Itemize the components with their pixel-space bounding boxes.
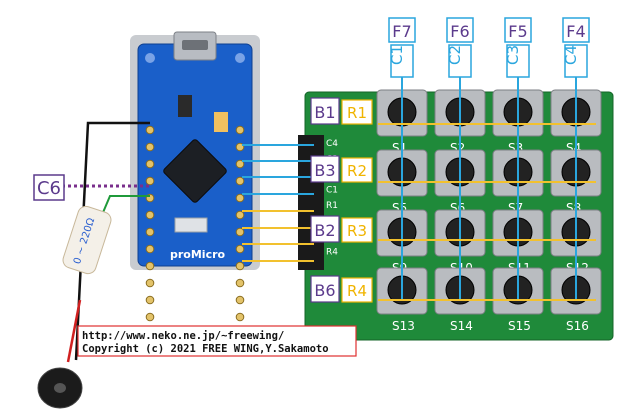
usb-port-icon bbox=[182, 40, 208, 50]
column-name-box bbox=[564, 44, 588, 78]
column-name-label: C3 bbox=[504, 45, 522, 65]
header-pin-label: R1 bbox=[326, 201, 338, 211]
capacitor-icon bbox=[214, 112, 228, 132]
column-pin-box bbox=[504, 17, 532, 43]
column-pin-label: F5 bbox=[508, 22, 527, 41]
header-pin-label: C4 bbox=[326, 139, 338, 149]
credit-box: http://www.neko.ne.jp/~freewing/ Copyrig… bbox=[77, 325, 357, 357]
column-pin-label: F7 bbox=[392, 22, 411, 41]
right-pin-hole bbox=[235, 176, 245, 186]
column-pin-label: F6 bbox=[450, 22, 469, 41]
right-pin-hole bbox=[235, 244, 245, 254]
left-pin-hole bbox=[145, 142, 155, 152]
buzzer-icon bbox=[37, 367, 83, 409]
row-pin-label: B2 bbox=[314, 221, 335, 240]
row-name-label: R2 bbox=[347, 162, 367, 180]
column-name-label: C1 bbox=[388, 45, 406, 65]
right-pin-hole bbox=[235, 295, 245, 305]
row-name-box bbox=[341, 217, 373, 243]
mcu-chip-icon bbox=[163, 139, 227, 203]
row-name-box bbox=[341, 157, 373, 183]
left-pin-hole bbox=[145, 312, 155, 322]
right-pin-hole bbox=[235, 312, 245, 322]
row-pin-box bbox=[310, 275, 340, 303]
switch-label: S15 bbox=[508, 319, 531, 333]
left-pin-hole bbox=[145, 278, 155, 288]
column-name-label: C4 bbox=[562, 45, 580, 65]
column-name-box bbox=[390, 44, 414, 78]
left-pin-hole bbox=[145, 227, 155, 237]
row-name-label: R4 bbox=[347, 282, 367, 300]
row-wires bbox=[242, 123, 596, 301]
right-pin-hole bbox=[235, 142, 245, 152]
mount-hole-icon bbox=[145, 53, 155, 63]
switch-label: S13 bbox=[392, 319, 415, 333]
row-pin-label: B3 bbox=[314, 161, 335, 180]
keypad-header bbox=[298, 135, 324, 270]
gnd-wire bbox=[74, 121, 150, 361]
row-pin-label: B6 bbox=[314, 281, 335, 300]
left-pin-header bbox=[145, 125, 155, 322]
row-pin-label: B1 bbox=[314, 103, 335, 122]
right-pin-hole bbox=[235, 261, 245, 271]
header-pin-label: R4 bbox=[326, 248, 338, 258]
right-pin-hole bbox=[235, 278, 245, 288]
row-pin-box bbox=[310, 215, 340, 243]
row-name-label: R3 bbox=[347, 222, 367, 240]
regulator-icon bbox=[178, 95, 192, 117]
board-logo: proMicro bbox=[170, 248, 226, 261]
c6-pin-label: C6 bbox=[37, 178, 61, 199]
credit-copyright: Copyright (c) 2021 FREE WING,Y.Sakamoto bbox=[82, 343, 329, 355]
left-pin-hole bbox=[145, 244, 155, 254]
switch-label: S14 bbox=[450, 319, 473, 333]
row-name-box bbox=[341, 99, 373, 125]
column-pin-box bbox=[388, 17, 416, 43]
left-pin-hole bbox=[145, 159, 155, 169]
column-name-box bbox=[506, 44, 530, 78]
crystal-icon bbox=[174, 217, 208, 233]
buzzer-circuit: 0 ~ 220Ω C6 bbox=[33, 121, 150, 409]
c6-pin-box bbox=[33, 174, 65, 201]
buzzer-plus-wire bbox=[66, 299, 82, 363]
column-pin-box bbox=[446, 17, 474, 43]
header-pin-label: C1 bbox=[326, 186, 338, 196]
column-name-box bbox=[448, 44, 472, 78]
left-pin-hole bbox=[145, 295, 155, 305]
row-pin-box bbox=[310, 97, 340, 125]
row-pin-box bbox=[310, 155, 340, 183]
credit-border bbox=[77, 325, 357, 357]
left-pin-hole bbox=[145, 210, 155, 220]
right-pin-hole bbox=[235, 227, 245, 237]
left-pin-hole bbox=[145, 125, 155, 135]
right-pin-hole bbox=[235, 193, 245, 203]
pro-micro-board: proMicro bbox=[130, 31, 260, 322]
left-pin-hole bbox=[145, 176, 155, 186]
right-pin-header bbox=[235, 125, 245, 322]
resistor: 0 ~ 220Ω bbox=[62, 205, 112, 275]
row-name-label: R1 bbox=[347, 104, 367, 122]
right-pin-hole bbox=[235, 210, 245, 220]
row-name-box bbox=[341, 277, 373, 303]
switch-label: S16 bbox=[566, 319, 589, 333]
credit-url: http://www.neko.ne.jp/~freewing/ bbox=[82, 330, 284, 342]
switch-grid: S1S2S3S4S5S6S7S8S9S10S11S12S13S14S15S16 bbox=[376, 89, 602, 333]
left-pin-hole bbox=[145, 261, 155, 271]
column-pin-box bbox=[562, 17, 590, 43]
right-pin-hole bbox=[235, 125, 245, 135]
column-name-label: C2 bbox=[446, 45, 464, 65]
column-pin-label: F4 bbox=[566, 22, 585, 41]
right-pin-hole bbox=[235, 159, 245, 169]
mount-hole-icon bbox=[235, 53, 245, 63]
resistor-body bbox=[62, 205, 112, 275]
